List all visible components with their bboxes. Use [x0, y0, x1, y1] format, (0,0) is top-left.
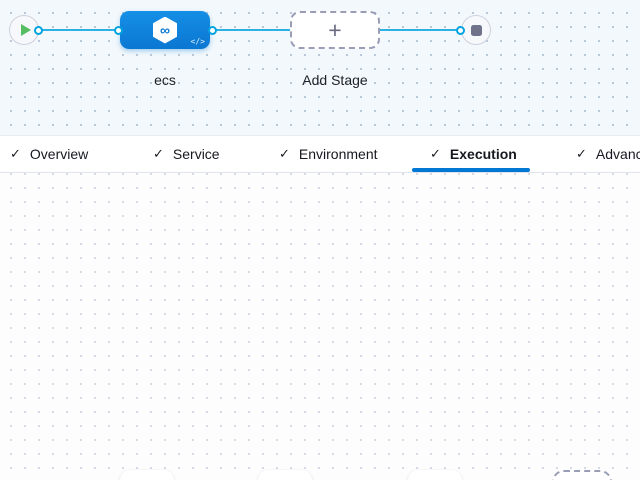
- play-icon: [20, 24, 31, 36]
- deploy-stage-icon: ∞: [153, 16, 177, 44]
- tab-environment[interactable]: ✓ Environment: [279, 146, 378, 162]
- check-icon: ✓: [576, 146, 587, 161]
- infinity-glyph: ∞: [160, 21, 170, 38]
- active-tab-underline: [412, 168, 530, 172]
- check-icon: ✓: [153, 146, 164, 161]
- tab-service[interactable]: ✓ Service: [153, 146, 220, 162]
- code-badge-icon: </>: [190, 37, 205, 46]
- add-stage-button[interactable]: +: [290, 11, 380, 49]
- connector-dot: [113, 25, 123, 35]
- step-node-50-percent-traffic-increase[interactable]: </>: [258, 470, 312, 480]
- step-node-100-percentage-traffic-increase[interactable]: </>: [408, 470, 462, 480]
- tab-overview[interactable]: ✓ Overview: [10, 146, 89, 162]
- connector-dot: [455, 25, 465, 35]
- edge-line: [380, 29, 461, 31]
- edge-line: [210, 29, 291, 31]
- connector-dot: [207, 25, 217, 35]
- edge-line: [39, 29, 120, 31]
- stop-icon: [470, 24, 482, 36]
- stage-graph-canvas[interactable]: ∞ </> ecs + Add Stage: [0, 0, 640, 135]
- step-node-ecs-service-setup[interactable]: </>: [120, 470, 174, 480]
- tab-execution[interactable]: ✓ Execution: [430, 146, 517, 162]
- stage-config-tabbar: ✓ Overview ✓ Service ✓ Environment ✓ Exe…: [0, 135, 640, 173]
- connector-dot: [33, 25, 43, 35]
- pipeline-end-node: [461, 15, 491, 45]
- check-icon: ✓: [279, 146, 290, 161]
- execution-graph-canvas[interactable]: </> ECS Service Setup </> 50 Percent Tra…: [0, 173, 640, 480]
- check-icon: ✓: [430, 146, 441, 161]
- tab-advanced[interactable]: ✓ Advanced: [576, 146, 640, 162]
- plus-icon: +: [328, 16, 342, 43]
- check-icon: ✓: [10, 146, 21, 161]
- add-stage-label: Add Stage: [302, 72, 368, 88]
- stage-node-ecs[interactable]: ∞ </>: [120, 11, 210, 49]
- stage-name-label: ecs: [154, 72, 176, 88]
- add-step-button[interactable]: +: [552, 470, 612, 480]
